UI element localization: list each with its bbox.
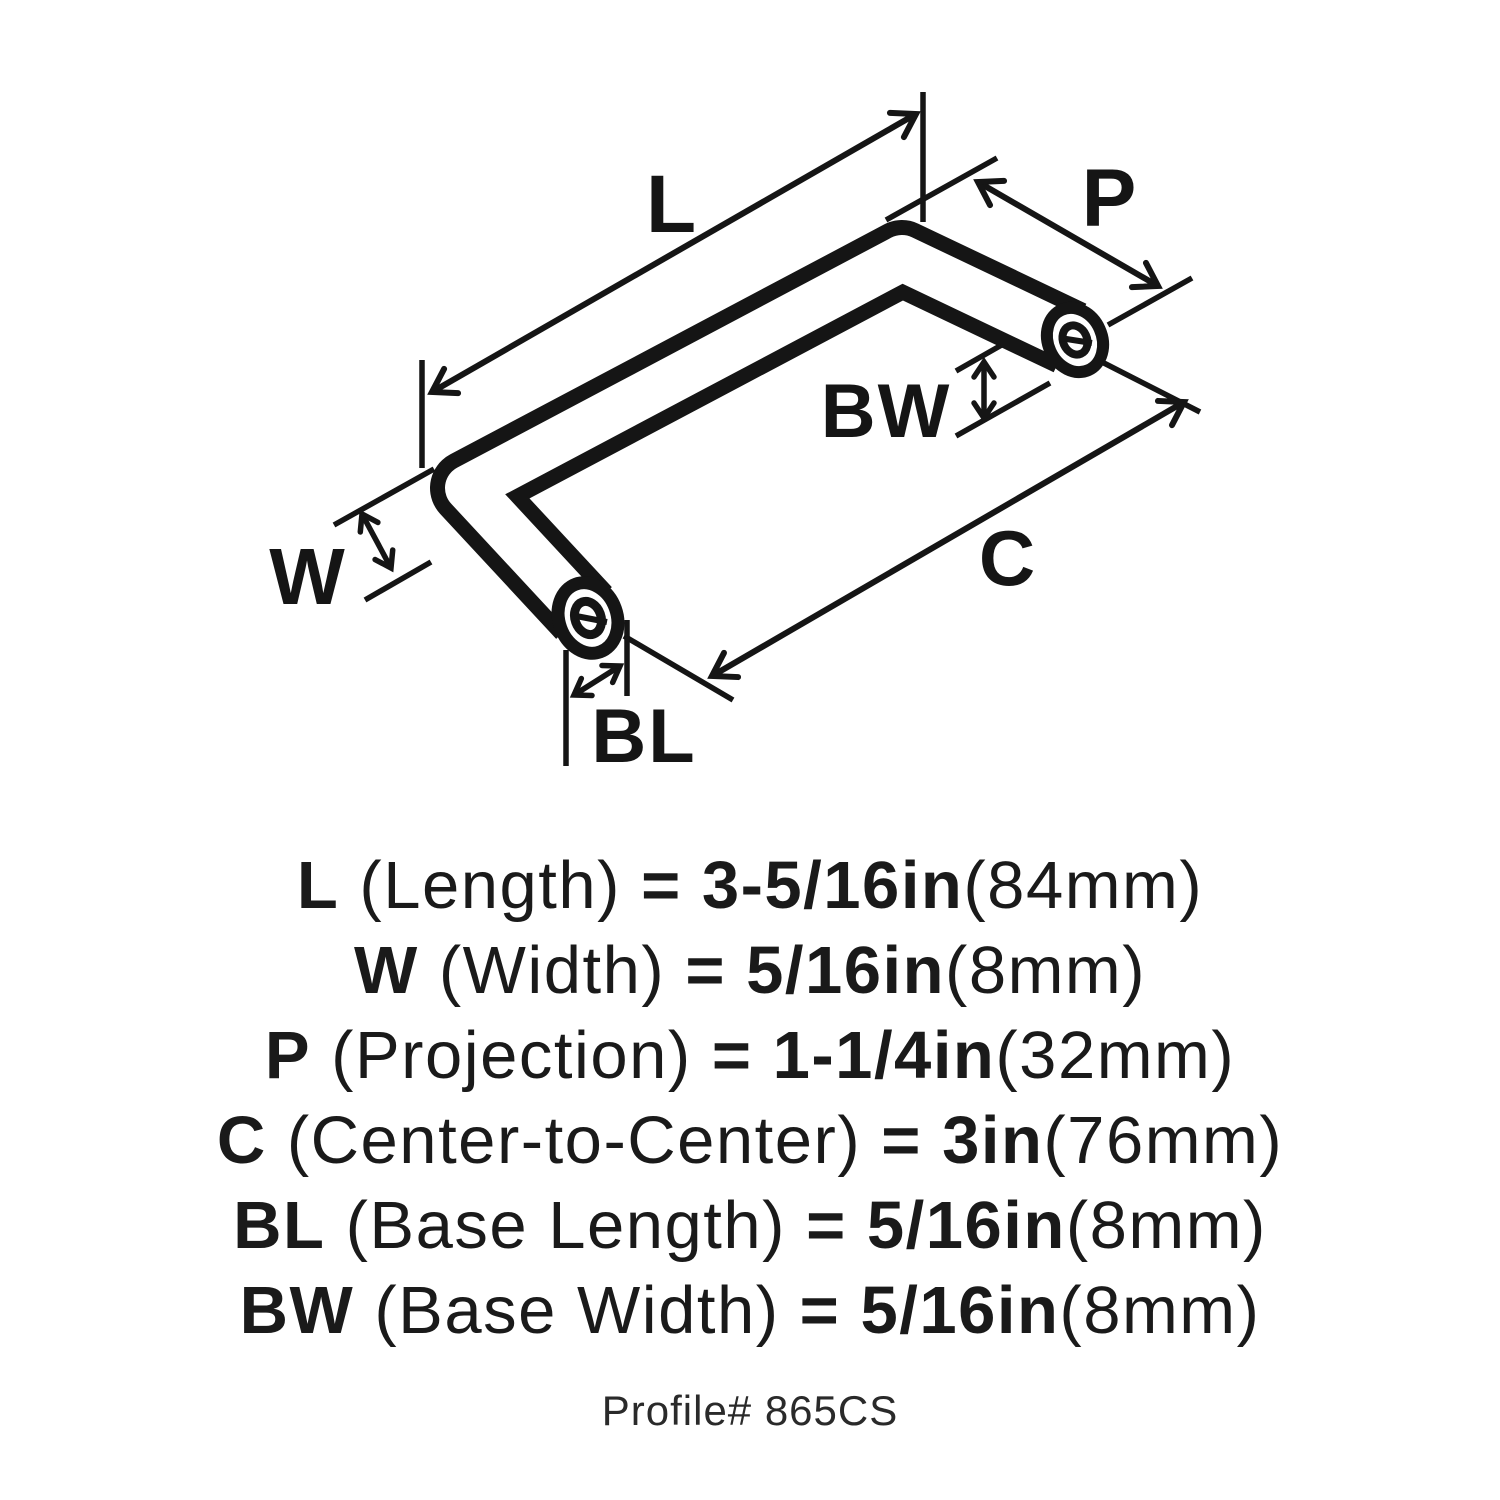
legend-name: (Base Length) [345,1188,786,1263]
legend-metric: (84mm) [963,848,1204,923]
legend-row-base-length: BL (Base Length) = 5/16in(8mm) [0,1183,1500,1268]
legend-symbol: W [353,933,419,1008]
legend-equals: = [711,1018,753,1093]
legend-row-length: L (Length) = 3-5/16in(84mm) [0,843,1500,928]
pull-handle-outline [430,220,1110,660]
c-extension-line-lower [622,633,735,703]
handle-inner-fill [445,235,1080,629]
w-extension-line-lower [363,559,433,603]
legend-symbol: BW [239,1273,355,1348]
legend-metric: (8mm) [945,933,1147,1008]
left-post-slot [570,612,608,625]
label-width: W [269,532,347,621]
dimension-legend: L (Length) = 3-5/16in(84mm) W (Width) = … [0,843,1500,1433]
legend-equals: = [799,1273,841,1348]
l-dimension-arrow [427,109,921,397]
label-projection: P [1082,153,1139,244]
legend-row-width: W (Width) = 5/16in(8mm) [0,928,1500,1013]
legend-symbol: BL [233,1188,326,1263]
legend-metric: (32mm) [995,1018,1236,1093]
legend-row-base-width: BW (Base Width) = 5/16in(8mm) [0,1268,1500,1353]
p-extension-line-lower [1106,275,1194,328]
w-dimension-arrow [357,509,396,573]
w-extension-line-upper [332,466,436,528]
legend-value: 5/16in [860,1273,1060,1348]
legend-row-center-to-center: C (Center-to-Center) = 3in(76mm) [0,1098,1500,1183]
legend-metric: (8mm) [1059,1273,1261,1348]
legend-name: (Base Width) [374,1273,780,1348]
p-extension-line-upper [884,155,999,223]
label-center: C [979,514,1037,602]
legend-name: (Length) [359,848,621,923]
legend-name: (Width) [438,933,666,1008]
legend-equals: = [685,933,726,1008]
legend-symbol: P [264,1018,312,1093]
legend-value: 1-1/4in [772,1018,996,1093]
legend-value: 5/16in [746,933,946,1008]
right-post-end [1040,301,1110,379]
legend-equals: = [806,1188,847,1263]
bl-dimension-arrow [569,662,625,699]
legend-name: (Center-to-Center) [286,1103,862,1178]
legend-symbol: L [296,848,340,923]
label-base-width: BW [821,369,952,454]
dimension-lines [332,92,1202,766]
legend-metric: (8mm) [1065,1188,1267,1263]
profile-number: Profile# 865CS [601,1387,899,1434]
legend-value: 3-5/16in [701,848,964,923]
legend-equals: = [881,1103,922,1178]
legend-value: 5/16in [866,1188,1066,1263]
legend-metric: (76mm) [1043,1103,1284,1178]
pull-handle-dimension-drawing: L P BW W C BL [269,92,1202,779]
legend-row-projection: P (Projection) = 1-1/4in(32mm) [0,1013,1500,1098]
label-length: L [646,159,698,250]
c-dimension-arrow [707,397,1189,681]
legend-value: 3in [942,1103,1044,1178]
legend-name: (Projection) [331,1018,692,1093]
bw-extension-line-lower [954,380,1052,439]
label-base-length: BL [591,694,696,779]
p-dimension-arrow [973,177,1163,291]
legend-equals: = [641,848,682,923]
right-post-slot [1059,335,1093,346]
legend-symbol: C [216,1103,267,1178]
